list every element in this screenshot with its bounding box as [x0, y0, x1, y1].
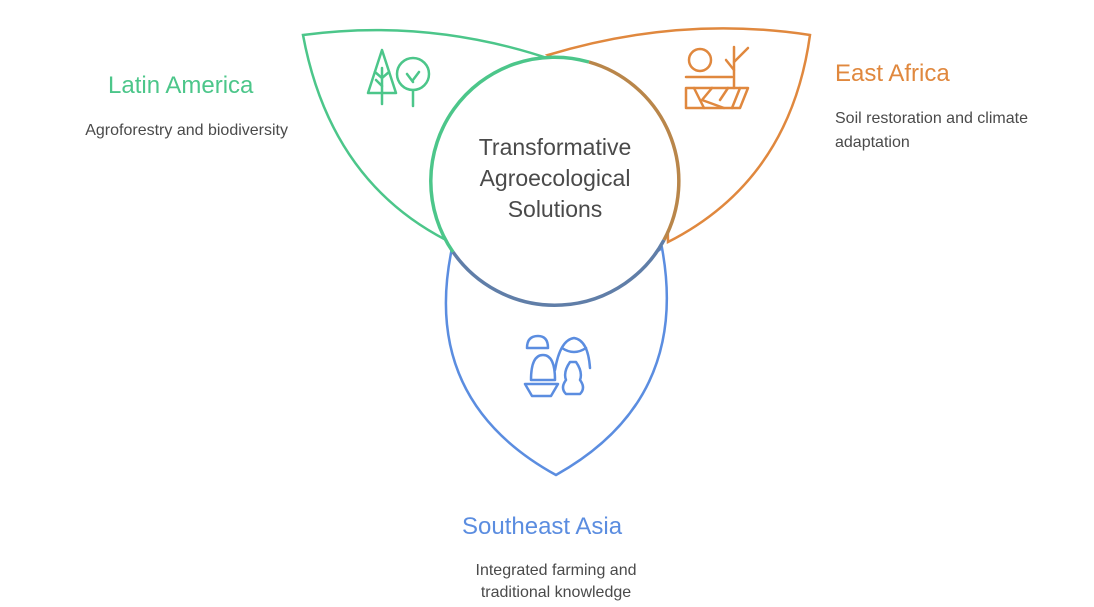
- trees-icon: [366, 48, 431, 108]
- center-title-line-1: Transformative: [478, 134, 632, 160]
- southeast-asia-description: Integrated farming and traditional knowl…: [427, 560, 685, 604]
- southeast-asia-title: Southeast Asia: [462, 513, 623, 540]
- east-africa-description-line-2: adaptation: [835, 134, 910, 151]
- latin-america-title: Latin America: [108, 72, 254, 99]
- center-title-line-2: Agroecological: [479, 165, 631, 191]
- east-africa-description-line-1: Soil restoration and climate: [835, 110, 1028, 127]
- southeast-asia-description-line-1: Integrated farming and: [475, 562, 637, 579]
- southeast-asia-description-line-2: traditional knowledge: [480, 584, 632, 601]
- center-title: Transformative Agroecological Solutions: [441, 132, 669, 225]
- sun-dry-soil-icon: [684, 45, 750, 110]
- rice-terraces-icon: [523, 334, 592, 398]
- center-title-line-3: Solutions: [507, 196, 603, 222]
- east-africa-title: East Africa: [835, 60, 950, 87]
- east-africa-description: Soil restoration and climate adaptation: [835, 107, 1090, 155]
- center-circle: [429, 55, 681, 307]
- latin-america-description: Agroforestry and biodiversity: [85, 122, 288, 139]
